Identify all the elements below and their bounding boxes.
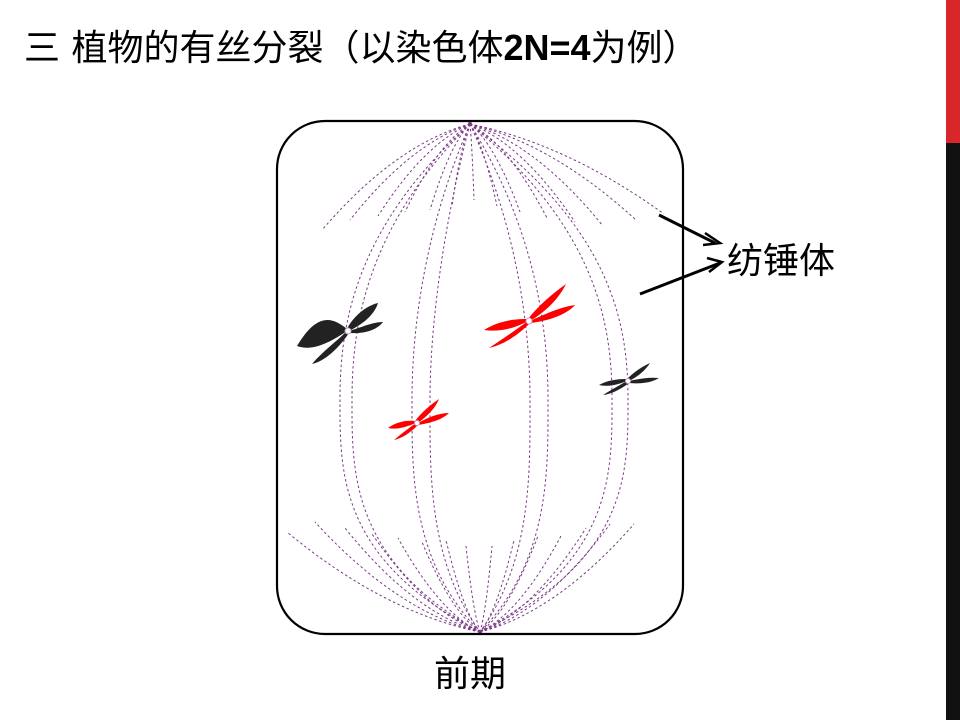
title-part-2: 2N=4 [503, 27, 591, 68]
chromatid-arm [418, 413, 449, 425]
spindle-fiber [479, 523, 611, 633]
chromatid-arm [388, 420, 416, 429]
spindle-fiber [469, 123, 548, 219]
spindle-fiber [469, 123, 629, 633]
spindle-fiber [465, 545, 481, 633]
spindle-fiber [479, 545, 493, 633]
chromatid-arm [530, 305, 575, 323]
chromatid-arm [347, 303, 378, 331]
chromosome-black-left [297, 303, 383, 364]
chromatid-arm [489, 321, 530, 348]
spindle-fiber [469, 123, 613, 633]
centromere [625, 378, 631, 384]
spindle-fiber [397, 537, 481, 633]
spindle-fiber [377, 123, 471, 217]
spindle-fiber [469, 123, 637, 221]
spindle-fibers [286, 122, 665, 634]
chromosome-red-top [484, 284, 575, 348]
spindle-label: 纺锤体 [727, 241, 836, 282]
slide-title: 三 植物的有丝分裂（以染色体2N=4为例） [24, 24, 699, 73]
spindle-fiber [314, 521, 481, 633]
spindle-fiber [479, 535, 539, 633]
arrow-head-lower [706, 256, 725, 273]
spindle-fiber [479, 523, 635, 633]
arrow-line-upper [658, 213, 716, 245]
spindle-fiber [469, 123, 665, 215]
centromere [344, 327, 352, 335]
spindle-fiber [339, 123, 481, 633]
chromatid-arm [599, 379, 627, 386]
arrow-head-upper [702, 231, 724, 247]
spindle-fiber [371, 533, 481, 633]
spindle-fiber [349, 123, 471, 221]
spindle-fiber [479, 533, 563, 633]
arrow-line-lower [639, 261, 721, 296]
spindle-fiber [344, 527, 481, 633]
chromatid-arm [349, 322, 383, 334]
spindle-fiber [411, 123, 481, 633]
chromatid-arm [528, 284, 566, 321]
centromere [414, 420, 420, 426]
spindle-fiber [469, 123, 475, 201]
chromosome-black-right [599, 363, 659, 395]
accent-bar-red [946, 0, 960, 143]
chromatid-arm [312, 331, 349, 364]
title-part-1: 三 植物的有丝分裂（以染色体 [24, 28, 504, 69]
chromosome-red-bottom [388, 399, 449, 440]
spindle-pole-top [468, 122, 472, 126]
chromatid-arm [484, 319, 528, 331]
spindle-fiber [429, 123, 481, 633]
spindle-fiber [429, 123, 471, 211]
cell-wall [275, 119, 685, 636]
centromere [525, 317, 533, 325]
spindle-fiber [351, 123, 481, 633]
spindle-fiber [469, 123, 521, 213]
spindle-fiber [451, 123, 471, 207]
spindle-fiber [469, 123, 604, 227]
spindle-fiber [321, 123, 471, 231]
accent-bar-black [946, 143, 960, 720]
title-part-3: 为例） [590, 28, 699, 69]
spindle-fiber [479, 539, 515, 633]
chromatid-arm [629, 377, 659, 384]
chromatid-arm [627, 363, 650, 381]
spindle-fiber [469, 123, 498, 207]
spindle-fiber [469, 123, 549, 633]
spindle-fiber [469, 123, 531, 633]
spindle-arrows [639, 213, 725, 296]
chromatid-arm [415, 399, 439, 423]
phase-label: 前期 [434, 654, 507, 695]
spindle-fiber [445, 539, 481, 633]
spindle-fiber [404, 123, 471, 213]
chromatid-arm [297, 320, 347, 348]
chromatid-arm [603, 381, 629, 395]
chromatid-arm [394, 423, 418, 440]
